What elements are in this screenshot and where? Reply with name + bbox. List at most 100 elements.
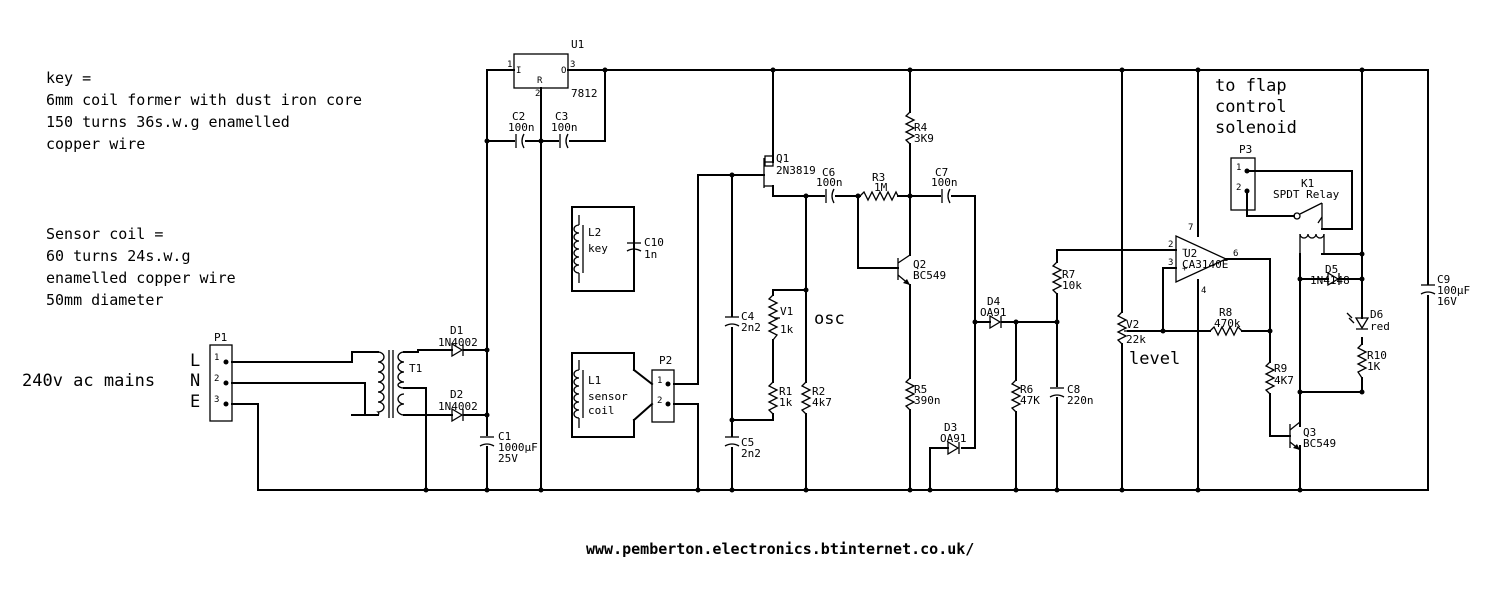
wiring bbox=[231, 69, 1429, 491]
pin-number: 2 bbox=[1168, 240, 1173, 250]
u2-ref: U2 bbox=[1184, 247, 1197, 260]
pin-label: O bbox=[561, 66, 566, 76]
solenoid-connector-p3: P3 1 2 bbox=[1230, 143, 1256, 211]
v2-ref: V2 bbox=[1126, 318, 1139, 331]
r2-value: 4k7 bbox=[812, 396, 832, 409]
r10-value: 1K bbox=[1367, 360, 1381, 373]
c1-ref: C1 bbox=[498, 430, 511, 443]
resistor-r7: R7 10k bbox=[1051, 261, 1082, 295]
r4-ref: R4 bbox=[914, 121, 928, 134]
c2-ref: C2 bbox=[512, 110, 525, 123]
pin-number: 4 bbox=[1201, 286, 1206, 296]
r3-ref: R3 bbox=[872, 171, 885, 184]
capacitor-c4: C4 2n2 bbox=[724, 310, 761, 334]
pin-label: 1 bbox=[1236, 163, 1241, 173]
resistor-r8: R8 470k bbox=[1209, 306, 1243, 337]
pin-number: 2 bbox=[535, 89, 540, 99]
diode-d4: D4 OA91 bbox=[980, 295, 1007, 330]
c10-ref: C10 bbox=[644, 236, 664, 249]
d4-ref: D4 bbox=[987, 295, 1001, 308]
note-line: 150 turns 36s.w.g enamelled bbox=[46, 113, 290, 131]
c4-value: 2n2 bbox=[741, 321, 761, 334]
c2-value: 100n bbox=[508, 121, 535, 134]
c8-ref: C8 bbox=[1067, 383, 1080, 396]
diode-d1: D1 1N4002 bbox=[438, 324, 478, 358]
d5-value: 1N4148 bbox=[1310, 274, 1350, 287]
resistor-r9: R9 4K7 bbox=[1264, 361, 1294, 395]
website-url: www.pemberton.electronics.btinternet.co.… bbox=[586, 540, 974, 558]
c9-ref: C9 bbox=[1437, 273, 1450, 286]
resistor-r6: R6 47K bbox=[1010, 379, 1040, 413]
pin-number: 3 bbox=[1168, 258, 1173, 268]
pin-label: 2 bbox=[1236, 183, 1241, 193]
v2-value: 22k bbox=[1126, 333, 1146, 346]
c6-ref: C6 bbox=[822, 166, 835, 179]
l2-value: key bbox=[588, 242, 608, 255]
r4-value: 3K9 bbox=[914, 132, 934, 145]
d6-value: red bbox=[1370, 320, 1390, 333]
capacitor-c3: C3 100n bbox=[551, 110, 578, 149]
u2-value: CA3140E bbox=[1182, 258, 1228, 271]
line-label: L bbox=[190, 351, 200, 371]
l1-value: sensor bbox=[588, 390, 628, 403]
c1-value: 1000µF bbox=[498, 441, 538, 454]
d2-value: 1N4002 bbox=[438, 400, 478, 413]
junctions bbox=[423, 67, 1365, 493]
pin-label: I bbox=[516, 66, 521, 76]
sensor-coil-l1: L1 sensor coil bbox=[573, 360, 628, 428]
c5-value: 2n2 bbox=[741, 447, 761, 460]
capacitor-c5: C5 2n2 bbox=[724, 436, 761, 460]
opamp-u2: − + U2 CA3140E 2 3 4 6 7 bbox=[1168, 223, 1238, 296]
r9-ref: R9 bbox=[1274, 362, 1287, 375]
resistor-r5: R5 390n bbox=[904, 377, 941, 411]
c9-value: 100µF bbox=[1437, 284, 1470, 297]
neutral-label: N bbox=[190, 371, 200, 391]
r6-value: 47K bbox=[1020, 394, 1040, 407]
l2-ref: L2 bbox=[588, 226, 601, 239]
r2-ref: R2 bbox=[812, 385, 825, 398]
c10-value: 1n bbox=[644, 248, 657, 261]
diode-d2: D2 1N4002 bbox=[438, 388, 478, 423]
d6-ref: D6 bbox=[1370, 308, 1383, 321]
l1-value2: coil bbox=[588, 404, 615, 417]
mains-label: 240v ac mains bbox=[22, 371, 155, 391]
resistor-r10: R10 1K bbox=[1356, 343, 1387, 379]
u1-ref: U1 bbox=[571, 38, 584, 51]
level-pot-v2: V2 22k bbox=[1116, 311, 1146, 346]
pin-label: 1 bbox=[214, 353, 219, 363]
pin-label: R bbox=[537, 76, 543, 86]
capacitor-c7: C7 100n bbox=[931, 166, 958, 204]
jfet-q1: Q1 2N3819 bbox=[763, 152, 816, 188]
flap-label-line: control bbox=[1215, 97, 1287, 117]
pin-label: 1 bbox=[657, 376, 662, 386]
p2-ref: P2 bbox=[659, 354, 672, 367]
diode-d3: D3 OA91 bbox=[940, 421, 967, 456]
r5-value: 390n bbox=[914, 394, 941, 407]
d3-ref: D3 bbox=[944, 421, 957, 434]
trimmer-v1: V1 1k bbox=[767, 290, 794, 341]
pin-label: 2 bbox=[657, 396, 662, 406]
c5-ref: C5 bbox=[741, 436, 754, 449]
earth-label: E bbox=[190, 392, 200, 412]
t1-ref: T1 bbox=[409, 362, 422, 375]
resistor-r1: R1 1k bbox=[767, 381, 793, 415]
capacitor-c9: C9 100µF 16V bbox=[1420, 273, 1470, 308]
resistor-r2: R2 4k7 bbox=[800, 381, 832, 415]
c1-voltage: 25V bbox=[498, 452, 518, 465]
c9-voltage: 16V bbox=[1437, 295, 1457, 308]
sensor-coil-note: Sensor coil = 60 turns 24s.w.g enamelled… bbox=[46, 225, 236, 309]
mains-connector-p1: P1 1 2 3 bbox=[209, 331, 233, 422]
svg-text:−: − bbox=[1182, 245, 1188, 255]
capacitor-c6: C6 100n bbox=[816, 166, 843, 204]
k1-value: SPDT Relay bbox=[1273, 188, 1340, 201]
r3-value: 1M bbox=[874, 181, 888, 194]
capacitor-c8: C8 220n bbox=[1049, 383, 1094, 407]
q1-ref: Q1 bbox=[776, 152, 789, 165]
c7-ref: C7 bbox=[935, 166, 948, 179]
pin-number: 1 bbox=[507, 60, 512, 70]
d2-ref: D2 bbox=[450, 388, 463, 401]
r8-ref: R8 bbox=[1219, 306, 1232, 319]
p1-ref: P1 bbox=[214, 331, 227, 344]
key-coil-note: key = 6mm coil former with dust iron cor… bbox=[46, 69, 362, 153]
